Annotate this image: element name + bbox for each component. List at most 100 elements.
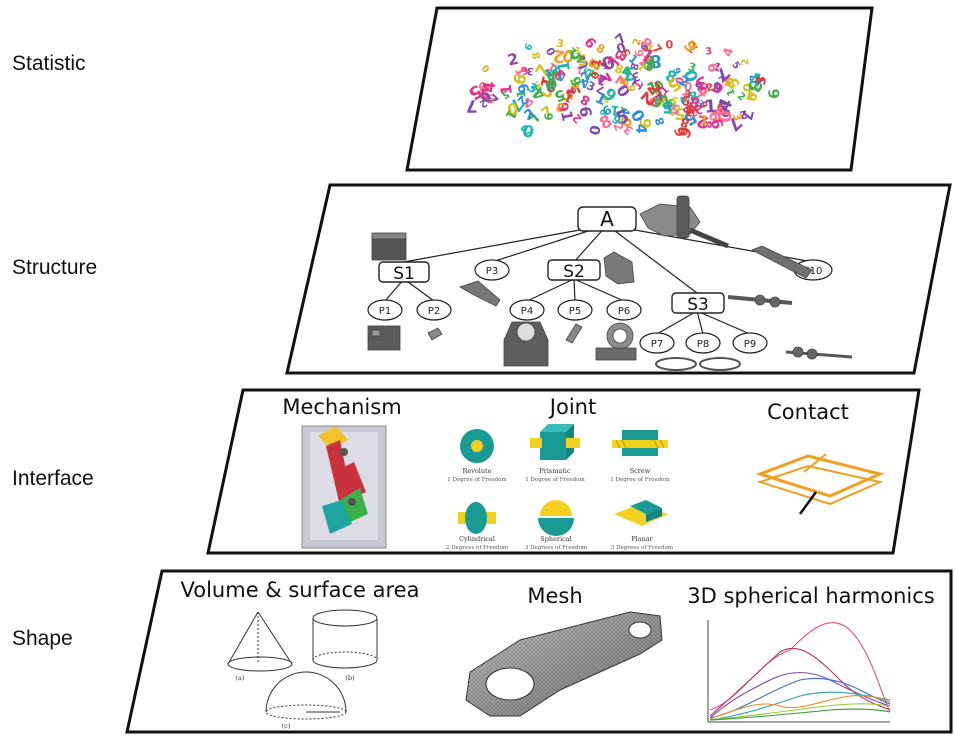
scattered-digit: 9	[541, 112, 555, 121]
scattered-digit: 7	[717, 74, 728, 87]
scattered-digit: 8	[597, 108, 608, 116]
scattered-digit: 9	[485, 91, 495, 106]
scattered-digit: 6	[672, 66, 684, 75]
scattered-digit: 7	[688, 106, 698, 118]
scattered-digit: 5	[544, 67, 566, 84]
contact-illustration	[755, 453, 885, 515]
tree-node-P6: P6	[606, 299, 642, 321]
svg-text:2 Degrees of Freedom: 2 Degrees of Freedom	[446, 545, 509, 551]
scattered-digit: 8	[653, 115, 668, 127]
scattered-digit: 2	[705, 81, 714, 94]
svg-text:1 Degree of Freedom: 1 Degree of Freedom	[610, 477, 670, 483]
scattered-digit: 5	[729, 60, 742, 72]
scattered-digit: 8	[629, 62, 642, 72]
scattered-digit: 9	[553, 101, 570, 113]
joint-cylindrical: Cylindrical 2 Degrees of Freedom	[446, 502, 509, 551]
scattered-digit: 7	[738, 108, 756, 121]
scattered-digit: 3	[565, 46, 576, 58]
tree-node-S1: S1	[378, 261, 430, 284]
scattered-digit: 2	[477, 96, 489, 109]
scattered-digit: 1	[725, 87, 738, 98]
scattered-digit: 7	[604, 54, 624, 69]
joint-title: Joint	[548, 395, 596, 419]
scattered-digit: 4	[522, 93, 535, 110]
scattered-digit: 6	[626, 84, 638, 92]
joint-screw: Screw 1 Degree of Freedom	[610, 430, 670, 483]
scattered-digit: 9	[670, 125, 688, 139]
scattered-digit: 6	[707, 116, 727, 131]
volume-title: Volume & surface area	[181, 578, 420, 602]
scattered-digit: 1	[514, 90, 528, 99]
tree-node-P8: P8	[685, 332, 721, 354]
layer-label-statistic: Statistic	[12, 52, 86, 75]
svg-text:1 Degree of Freedom: 1 Degree of Freedom	[525, 477, 585, 483]
scattered-digit: 2	[552, 45, 566, 66]
tree-node-P9: P9	[732, 332, 768, 354]
scattered-digit: 7	[654, 92, 666, 105]
scattered-digit: 2	[575, 63, 586, 77]
scattered-digit: 0	[741, 83, 757, 93]
scattered-digit: 3	[555, 37, 564, 51]
scattered-digit: 0	[683, 79, 692, 94]
scattered-digit: 5	[582, 66, 595, 78]
svg-text:P9: P9	[744, 339, 756, 350]
scattered-digit: 4	[556, 67, 566, 83]
svg-text:S3: S3	[687, 295, 709, 315]
scattered-digit: 4	[619, 107, 632, 116]
scattered-digit: 0	[585, 124, 602, 136]
solid-shapes	[227, 609, 378, 720]
scattered-digit: 8	[648, 50, 662, 71]
scattered-digit: 5	[480, 86, 491, 104]
scattered-digit: 3	[730, 111, 745, 123]
scattered-digit: 3	[743, 77, 766, 95]
scattered-digit: 1	[700, 114, 710, 129]
svg-text:S2: S2	[563, 262, 585, 282]
scattered-digit: 9	[706, 62, 723, 73]
tree-node-P3: P3	[474, 259, 510, 281]
scattered-digit: 5	[500, 87, 510, 100]
scattered-digit: 0	[665, 38, 674, 52]
scattered-digit: 6	[567, 85, 580, 96]
svg-text:P10: P10	[804, 266, 823, 277]
scattered-digit: 6	[699, 100, 711, 109]
scattered-digit: 4	[579, 75, 590, 91]
scattered-digit: 5	[601, 92, 610, 104]
scattered-digit: 8	[476, 83, 490, 103]
svg-text:A: A	[600, 207, 614, 231]
layer-label-interface: Interface	[12, 467, 94, 490]
scattered-digit: 6	[509, 71, 530, 87]
scattered-digit: 3	[705, 46, 713, 58]
tree-node-S2: S2	[547, 259, 601, 282]
scattered-digit: 1	[575, 45, 582, 56]
scattered-digit: 5	[613, 106, 631, 130]
scattered-digit: 7	[633, 81, 644, 88]
scattered-digit: 0	[680, 67, 703, 84]
joint-planar: Planar 3 Degrees of Freedom	[611, 500, 674, 551]
scattered-digit: 1	[554, 59, 574, 72]
scattered-digit: 4	[632, 124, 648, 134]
scattered-digit: 7	[659, 96, 677, 108]
scattered-digit: 1	[704, 97, 718, 118]
contact-title: Contact	[767, 400, 849, 424]
scattered-digit: 3	[686, 60, 697, 75]
part-thumbnails	[367, 195, 853, 371]
tree-node-P1: P1	[367, 299, 403, 321]
scattered-digit: 0	[623, 66, 635, 79]
scattered-digit: 6	[523, 41, 536, 52]
svg-text:P2: P2	[428, 306, 440, 317]
tree-node-S3: S3	[671, 292, 725, 315]
scattered-digit: 4	[479, 80, 499, 93]
mesh-connecting-rod	[465, 611, 663, 717]
scattered-digit: 9	[632, 49, 646, 58]
svg-text:Revolute: Revolute	[462, 467, 491, 475]
scattered-digit: 5	[662, 98, 673, 117]
scattered-digit: 5	[558, 92, 573, 102]
scattered-digit: 1	[610, 102, 621, 118]
scattered-digit: 5	[673, 103, 687, 124]
scattered-digit: 2	[739, 107, 749, 121]
scattered-digit: 8	[680, 105, 693, 116]
scattered-digit: 2	[694, 111, 710, 133]
scattered-digit: 0	[675, 76, 687, 85]
